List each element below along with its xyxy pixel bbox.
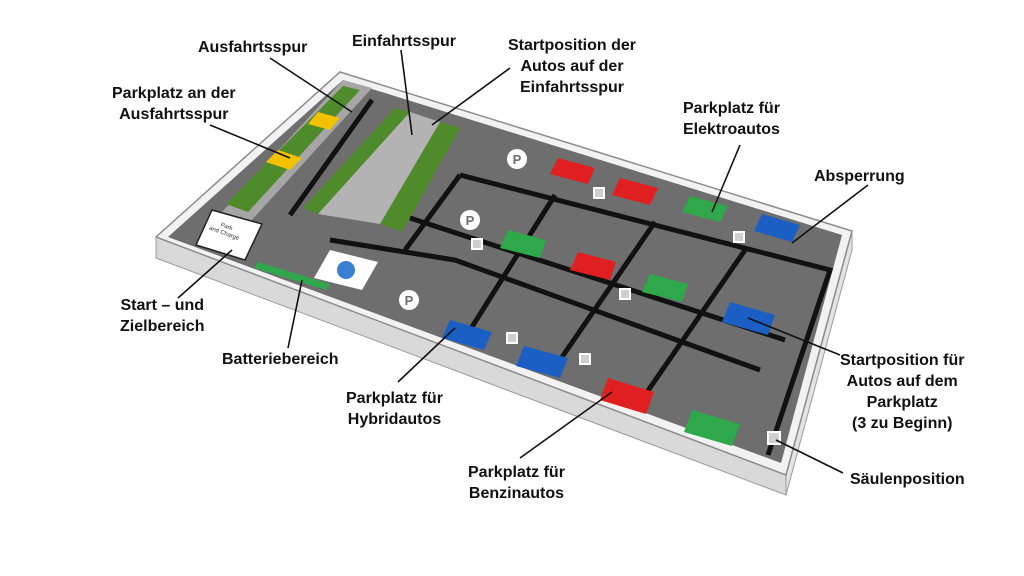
- electric-spot-bottom: [684, 410, 740, 446]
- leader-benzin: [519, 391, 613, 459]
- label-einfahrtsspur: Einfahrtsspur: [352, 33, 457, 50]
- leader-startposition-parkplatz: [747, 317, 841, 356]
- label-parkplatz-elektro: Parkplatz für Elektroautos: [683, 100, 780, 138]
- label-saeule: Säulenposition: [850, 471, 965, 488]
- leader-einfahrtsspur: [400, 49, 413, 136]
- guide-line-col-1: [402, 173, 463, 252]
- electric-spot-top: [682, 196, 728, 222]
- guide-line-exit: [287, 98, 375, 217]
- electric-spot-mid-1: [500, 230, 546, 258]
- guide-line-col-3: [557, 220, 658, 362]
- parking-symbol-text-1: P: [513, 152, 522, 167]
- guide-line-col-4: [642, 248, 748, 397]
- leader-startposition-einfahrt: [431, 67, 511, 126]
- leader-parkplatz-ausfahrt: [209, 124, 291, 159]
- leader-lines: [177, 49, 869, 474]
- parking-symbol-3: [399, 290, 419, 310]
- guide-line-col-2: [467, 193, 558, 332]
- guide-line-outer: [459, 172, 834, 456]
- label-absperrung: Absperrung: [814, 168, 905, 185]
- entry-lane: [318, 112, 440, 224]
- exit-parking-spot-1: [308, 112, 340, 130]
- exit-parking-spot-2: [266, 150, 302, 170]
- label-startposition-einfahrt: Startposition der Autos auf der Einfahrt…: [508, 37, 637, 96]
- label-startposition-parkplatz: Startposition für Autos auf dem Parkplat…: [840, 352, 965, 432]
- entry-grass-right: [380, 122, 460, 232]
- column-position-6: [579, 353, 591, 365]
- petrol-spot-bottom: [600, 378, 654, 414]
- parking-symbol-2: [460, 210, 480, 230]
- parking-symbol-text-3: P: [405, 293, 414, 308]
- leader-saeule: [775, 439, 844, 474]
- parking-spots: [266, 112, 800, 446]
- parking-symbols: P P P: [399, 149, 527, 310]
- petrol-spot-top-1: [550, 158, 595, 184]
- label-ausfahrtsspur: Ausfahrtsspur: [198, 39, 308, 56]
- leader-parkplatz-elektro: [711, 144, 741, 213]
- globe-icon: [337, 261, 355, 279]
- column-position-3: [471, 238, 483, 250]
- leader-start-ziel: [177, 249, 233, 299]
- hybrid-spot-bottom-2: [516, 346, 568, 378]
- leader-hybrid: [397, 327, 456, 383]
- label-parkplatz-ausfahrt: Parkplatz an der Ausfahrtsspur: [112, 85, 236, 123]
- electric-spot-mid-2: [642, 274, 688, 302]
- label-batterie: Batteriebereich: [222, 351, 339, 368]
- leader-absperrung: [791, 184, 869, 244]
- column-position-7: [767, 431, 781, 445]
- parking-symbol-text-2: P: [466, 213, 475, 228]
- parking-symbol-1: [507, 149, 527, 169]
- label-benzin: Parkplatz für Benzinautos: [468, 464, 565, 502]
- leader-batterie: [287, 279, 303, 349]
- guide-line-row-2: [329, 237, 761, 373]
- column-position-2: [733, 231, 745, 243]
- column-position-1: [593, 187, 605, 199]
- guide-lines: [287, 98, 834, 456]
- column-position-5: [506, 332, 518, 344]
- label-start-ziel: Start – und Zielbereich: [120, 297, 205, 335]
- leader-ausfahrtsspur: [269, 57, 353, 113]
- battery-area: [254, 262, 330, 290]
- entry-grass-left: [303, 108, 410, 214]
- petrol-spot-mid: [570, 252, 616, 280]
- petrol-spot-top-2: [612, 178, 658, 205]
- hybrid-spot-top: [754, 214, 800, 242]
- label-hybrid: Parkplatz für Hybridautos: [346, 390, 443, 428]
- start-area-block: [194, 209, 264, 261]
- column-position-4: [619, 288, 631, 300]
